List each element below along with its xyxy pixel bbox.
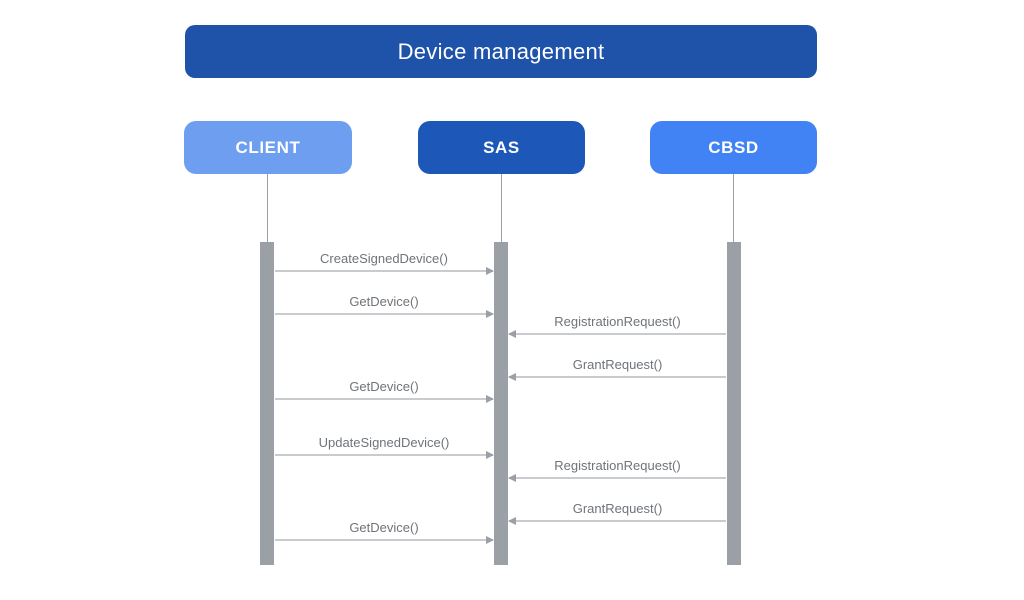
message-update-signed-device: UpdateSignedDevice(): [275, 435, 494, 459]
message-label: GetDevice(): [349, 294, 419, 309]
message-label: RegistrationRequest(): [554, 314, 681, 329]
actor-label-client: CLIENT: [235, 137, 301, 157]
message-registration-request-1: RegistrationRequest(): [508, 314, 726, 338]
actor-label-sas: SAS: [483, 137, 520, 157]
message-arrow-left: [508, 373, 726, 381]
message-arrow-right: [275, 310, 494, 318]
message-label: CreateSignedDevice(): [320, 251, 448, 266]
actor-label-cbsd: CBSD: [708, 137, 759, 157]
diagram-title: Device management: [397, 38, 605, 64]
lifeline-client: [267, 174, 268, 242]
message-label: GrantRequest(): [572, 501, 663, 516]
message-arrow-left: [508, 517, 726, 525]
message-grant-request-1: GrantRequest(): [508, 357, 726, 381]
message-create-signed-device: CreateSignedDevice(): [275, 251, 494, 275]
message-label: RegistrationRequest(): [554, 458, 681, 473]
message-label: GetDevice(): [349, 520, 419, 535]
activation-bar-cbsd: [727, 242, 741, 565]
activation-bar-sas: [494, 242, 508, 565]
message-label: GrantRequest(): [572, 357, 663, 372]
message-arrow-right: [275, 267, 494, 275]
message-get-device-2: GetDevice(): [275, 379, 494, 403]
diagram-title-banner: Device management: [185, 25, 817, 78]
message-get-device-3: GetDevice(): [275, 520, 494, 544]
lifeline-sas: [501, 174, 502, 242]
actor-box-sas: SAS: [418, 121, 585, 174]
activation-bar-client: [260, 242, 274, 565]
actor-box-client: CLIENT: [184, 121, 352, 174]
message-registration-request-2: RegistrationRequest(): [508, 458, 726, 482]
message-arrow-right: [275, 536, 494, 544]
actor-box-cbsd: CBSD: [650, 121, 817, 174]
message-arrow-left: [508, 474, 726, 482]
message-arrow-right: [275, 451, 494, 459]
message-label: UpdateSignedDevice(): [318, 435, 450, 450]
message-label: GetDevice(): [349, 379, 419, 394]
lifeline-cbsd: [733, 174, 734, 242]
message-arrow-left: [508, 330, 726, 338]
message-grant-request-2: GrantRequest(): [508, 501, 726, 525]
message-arrow-right: [275, 395, 494, 403]
message-get-device-1: GetDevice(): [275, 294, 494, 318]
